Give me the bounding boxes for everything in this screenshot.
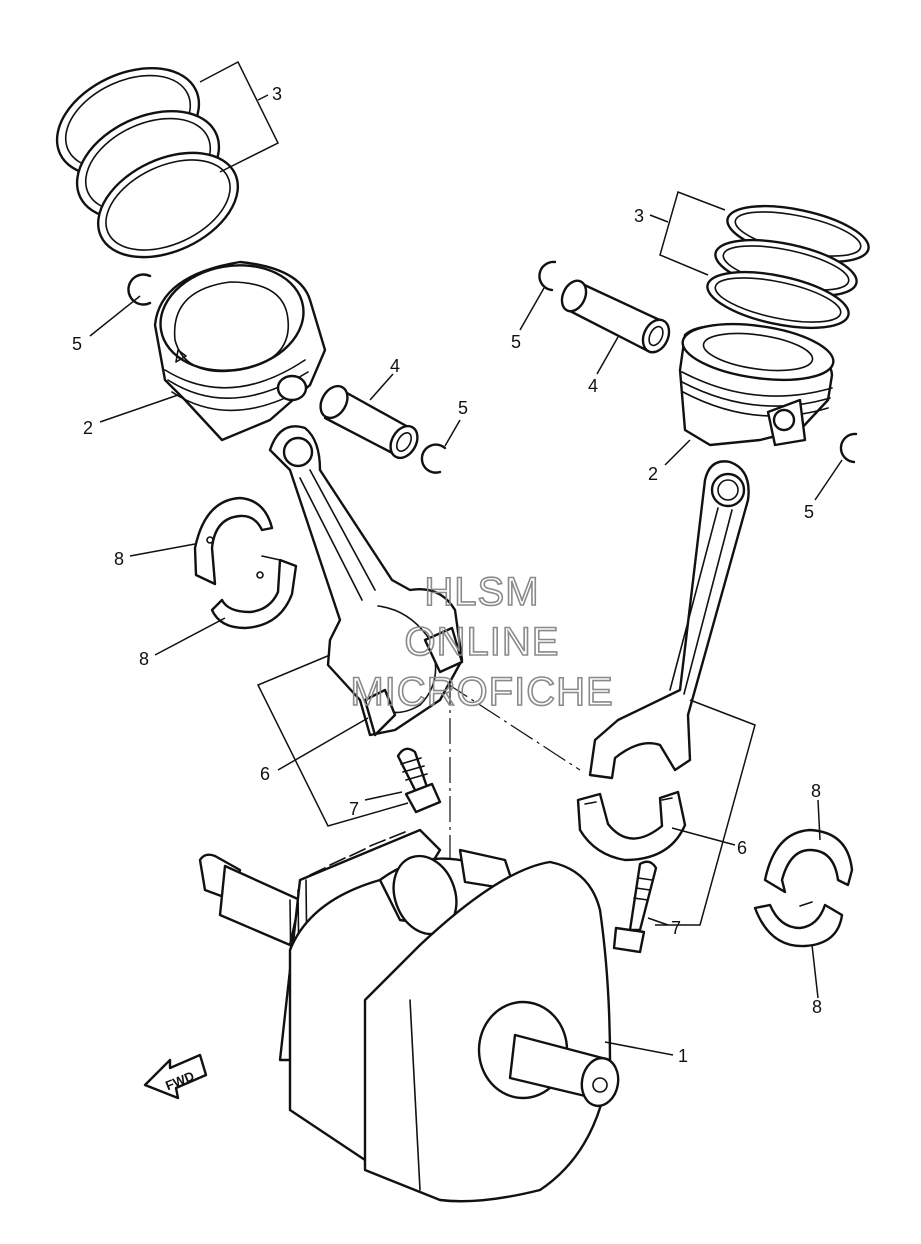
watermark: HLSM ONLINE MICROFICHE (350, 569, 614, 715)
watermark-line-3: MICROFICHE (350, 670, 613, 714)
crank-bearing-left-a[interactable] (193, 496, 274, 586)
callout-4-right[interactable]: 4 (588, 376, 598, 396)
callout-7-right[interactable]: 7 (671, 918, 681, 938)
callout-3-left[interactable]: 3 (272, 84, 282, 104)
callout-numbers: 3 5 2 4 5 8 8 6 7 3 5 4 2 5 6 7 8 8 1 (72, 84, 822, 1066)
leader-lines (89, 60, 843, 1056)
callout-5-left-b[interactable]: 5 (458, 398, 468, 418)
piston-left[interactable] (152, 254, 327, 442)
connecting-rod-right[interactable] (588, 460, 750, 780)
callout-6-left[interactable]: 6 (260, 764, 270, 784)
piston-pin-left[interactable] (315, 381, 423, 462)
piston-rings-right[interactable] (703, 196, 874, 339)
callout-8-left-a[interactable]: 8 (114, 549, 124, 569)
crank-bearing-left-b[interactable] (210, 555, 298, 630)
rod-bolt-right[interactable] (612, 860, 658, 954)
piston-pin-clip-left-a[interactable] (127, 273, 152, 306)
callout-7-left[interactable]: 7 (349, 799, 359, 819)
callout-8-left-b[interactable]: 8 (139, 649, 149, 669)
callout-6-right[interactable]: 6 (737, 838, 747, 858)
piston-pin-right[interactable] (557, 277, 674, 357)
watermark-line-1: HLSM (424, 570, 539, 614)
rod-bolt-left[interactable] (396, 747, 442, 814)
callout-1[interactable]: 1 (678, 1046, 688, 1066)
watermark-line-2: ONLINE (405, 620, 560, 664)
crank-bearing-right-b[interactable] (753, 901, 844, 948)
callout-5-right-a[interactable]: 5 (511, 332, 521, 352)
piston-right[interactable] (678, 316, 837, 447)
piston-pin-clip-right-a[interactable] (538, 260, 557, 292)
callout-3-right[interactable]: 3 (634, 206, 644, 226)
connecting-rod-cap-right[interactable] (576, 790, 687, 862)
callout-5-right-b[interactable]: 5 (804, 502, 814, 522)
callout-8-right-b[interactable]: 8 (812, 997, 822, 1017)
crank-bearing-right-a[interactable] (763, 828, 854, 894)
callout-5-left-a[interactable]: 5 (72, 334, 82, 354)
callout-8-right-a[interactable]: 8 (811, 781, 821, 801)
piston-pin-clip-right-b[interactable] (839, 432, 858, 464)
callout-2-right[interactable]: 2 (648, 464, 658, 484)
piston-rings-left[interactable] (40, 47, 255, 278)
connecting-rod-left[interactable] (268, 425, 464, 737)
crankshaft[interactable] (198, 828, 622, 1203)
forward-direction-arrow: FWD (143, 1053, 208, 1100)
piston-pin-clip-left-b[interactable] (420, 443, 447, 474)
callout-2-left[interactable]: 2 (83, 418, 93, 438)
callout-4-left[interactable]: 4 (390, 356, 400, 376)
